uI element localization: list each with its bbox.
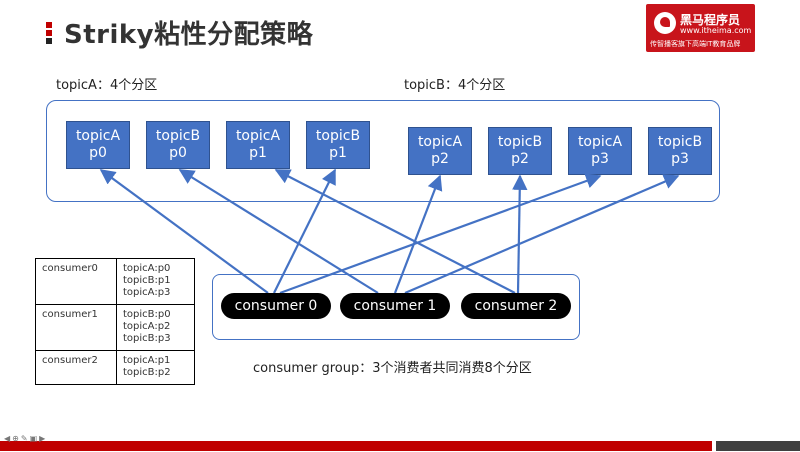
table-cell-consumer: consumer0 [35, 258, 117, 305]
partition-id: p3 [591, 151, 609, 167]
partition-entry: topicA:p3 [123, 287, 171, 298]
partition-topic: topicB [155, 128, 201, 144]
partition-topic: topicB [497, 134, 543, 150]
partition-id: p2 [431, 151, 449, 167]
partition-entry: topicB:p3 [123, 333, 171, 344]
partition-entry: topicA:p0 [123, 263, 171, 274]
menu-icon[interactable]: ▣ [29, 434, 40, 443]
partition-id: p1 [329, 145, 347, 161]
logo-name: 黑马程序员 [680, 13, 741, 27]
slide-title: Striky粘性分配策略 [64, 20, 314, 50]
consumer-2-pill: consumer 2 [461, 293, 571, 319]
partition-entry: topicB:p1 [123, 275, 171, 286]
logo-url: www.itheima.com [680, 26, 752, 35]
table-cell-partitions: topicA:p1 topicB:p2 [116, 350, 195, 385]
consumer-1-pill: consumer 1 [340, 293, 450, 319]
partition-topic: topicA [577, 134, 623, 150]
partition-entry: topicA:p1 [123, 355, 171, 366]
consumer-0-pill: consumer 0 [221, 293, 331, 319]
zoom-icon[interactable]: ⊕ [12, 434, 21, 443]
topicB-label: topicB：4个分区 [404, 78, 506, 93]
horse-logo-icon [654, 12, 676, 34]
slide-nav-toolbar: ◀⊕✎▣▶ [4, 434, 47, 443]
table-cell-consumer: consumer2 [35, 350, 117, 385]
brand-logo: 黑马程序员 www.itheima.com 传智播客旗下高端IT教育品牌 [646, 4, 755, 52]
partition-topic: topicB [657, 134, 703, 150]
partition-id: p0 [89, 145, 107, 161]
partition-entry: topicA:p2 [123, 321, 171, 332]
partition-id: p2 [511, 151, 529, 167]
table-cell-partitions: topicB:p0 topicA:p2 topicB:p3 [116, 304, 195, 351]
pen-icon[interactable]: ✎ [20, 434, 30, 443]
next-icon[interactable]: ▶ [39, 434, 48, 443]
partition-topic: topicA [75, 128, 121, 144]
table-row: consumer1 topicB:p0 topicA:p2 topicB:p3 [35, 304, 195, 351]
partition-id: p1 [249, 145, 267, 161]
consumer-group-label: consumer group：3个消费者共同消费8个分区 [253, 361, 532, 376]
logo-slogan: 传智播客旗下高端IT教育品牌 [650, 40, 741, 48]
assignment-table: consumer0 topicA:p0 topicB:p1 topicA:p3 … [35, 258, 195, 385]
footer-bar-dark [716, 441, 800, 451]
partition-topic: topicA [417, 134, 463, 150]
partition-topic: topicB [315, 128, 361, 144]
topicA-label: topicA：4个分区 [56, 78, 158, 93]
table-cell-consumer: consumer1 [35, 304, 117, 351]
partition-topic: topicA [235, 128, 281, 144]
table-row: consumer2 topicA:p1 topicB:p2 [35, 350, 195, 385]
prev-icon[interactable]: ◀ [4, 434, 13, 443]
table-cell-partitions: topicA:p0 topicB:p1 topicA:p3 [116, 258, 195, 305]
partition-entry: topicB:p2 [123, 367, 171, 378]
partition-id: p3 [671, 151, 689, 167]
partition-id: p0 [169, 145, 187, 161]
table-row: consumer0 topicA:p0 topicB:p1 topicA:p3 [35, 258, 195, 305]
title-marker-icon [46, 22, 52, 44]
footer-bar-red [0, 441, 712, 451]
partition-entry: topicB:p0 [123, 309, 171, 320]
